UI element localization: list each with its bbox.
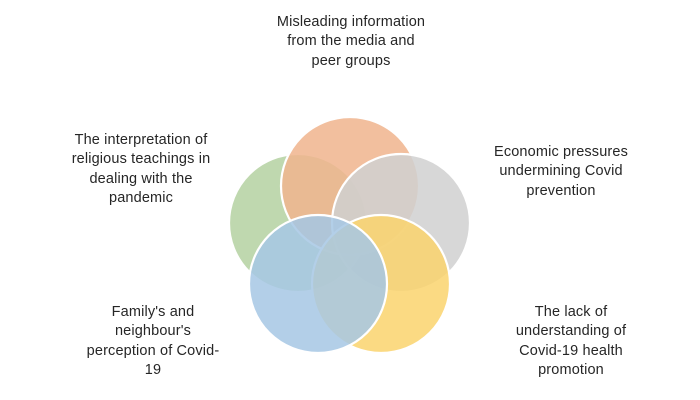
- venn-label-lack-of-understanding: The lack of understanding of Covid-19 he…: [515, 304, 627, 378]
- venn-circle-fills: [227, 115, 472, 355]
- venn-label-misleading-information: Misleading information from the media an…: [276, 14, 426, 69]
- venn-label-economic-pressures: Economic pressures undermining Covid pre…: [494, 144, 628, 199]
- venn-label-family-neighbour-perception: Family's and neighbour's perception of C…: [86, 304, 220, 378]
- venn-label-religious-teachings: The interpretation of religious teaching…: [71, 132, 211, 206]
- venn-circle-family-neighbour-perception[interactable]: [247, 213, 389, 355]
